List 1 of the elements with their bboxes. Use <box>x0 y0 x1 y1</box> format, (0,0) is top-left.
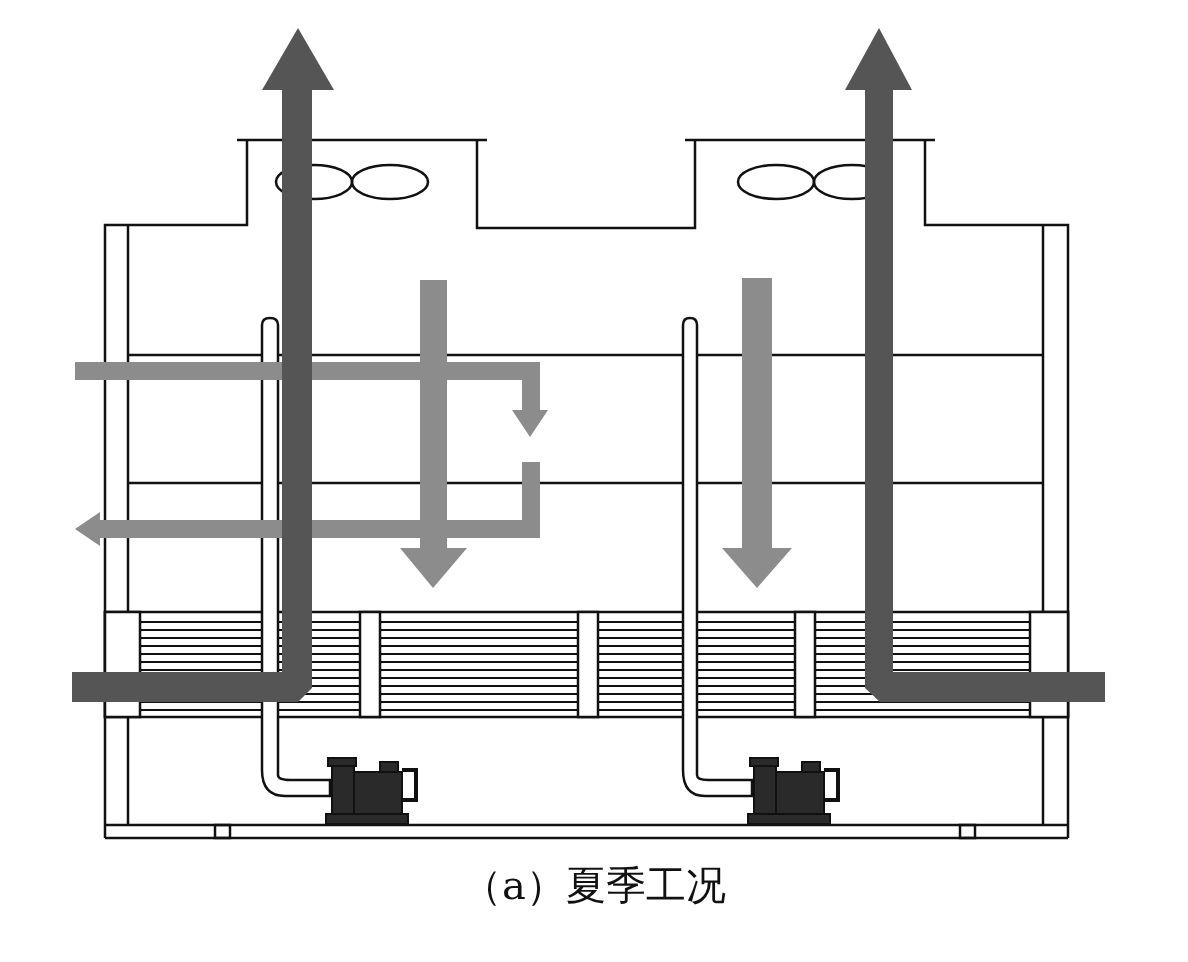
caption: （a）夏季工况 <box>462 862 726 908</box>
